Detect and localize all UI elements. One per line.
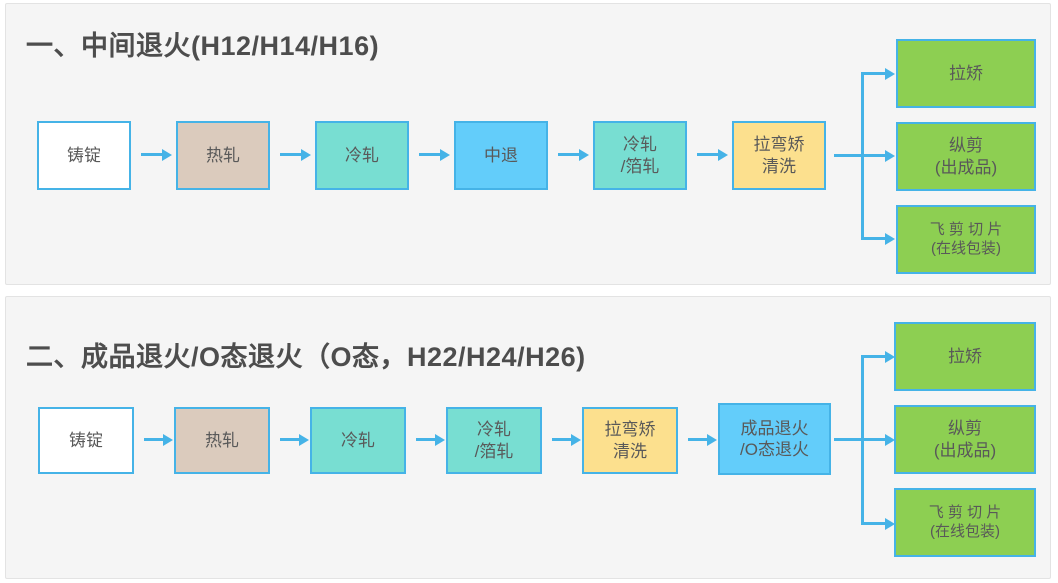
- arrow-2-1: [144, 438, 164, 441]
- process-node-hot-rolling-1[interactable]: 热轧: [176, 121, 270, 190]
- page-title-panel-1: 一、中间退火(H12/H14/H16): [26, 31, 380, 61]
- process-node-cold-rolling-1[interactable]: 冷轧: [315, 121, 409, 190]
- flow-diagram-panel-1: 铸锭 热轧 冷轧 中退 冷轧 /箔轧 拉弯矫 清洗 拉矫 纵剪 (出成品) 飞 …: [6, 4, 1050, 284]
- arrow-1-2: [280, 153, 302, 156]
- process-node-tension-level-clean-1[interactable]: 拉弯矫 清洗: [732, 121, 826, 190]
- output-node-slitting-1[interactable]: 纵剪 (出成品): [896, 122, 1036, 191]
- process-node-ingot-2[interactable]: 铸锭: [38, 407, 134, 474]
- arrow-1-4: [558, 153, 580, 156]
- branch-leg-bottom-2: [861, 522, 886, 525]
- arrow-1-5: [697, 153, 719, 156]
- process-node-ingot-1[interactable]: 铸锭: [37, 121, 131, 190]
- process-node-final-anneal-2[interactable]: 成品退火 /O态退火: [718, 403, 831, 475]
- process-node-tension-level-clean-2[interactable]: 拉弯矫 清洗: [582, 407, 678, 474]
- branch-leg-top-2: [861, 355, 886, 358]
- process-node-cold-rolling-2[interactable]: 冷轧: [310, 407, 406, 474]
- arrow-1-3: [419, 153, 441, 156]
- arrow-2-5: [688, 438, 708, 441]
- branch-leg-mid-1: [861, 154, 886, 157]
- output-node-straightening-2[interactable]: 拉矫: [894, 322, 1036, 391]
- panel-intermediate-annealing: 一、中间退火(H12/H14/H16) 铸锭 热轧 冷轧 中退 冷轧 /箔轧 拉…: [5, 3, 1051, 285]
- process-node-foil-rolling-1[interactable]: 冷轧 /箔轧: [593, 121, 687, 190]
- output-node-flying-shear-1[interactable]: 飞 剪 切 片 (在线包装): [896, 205, 1036, 274]
- branch-leg-top-1: [861, 72, 886, 75]
- output-node-slitting-2[interactable]: 纵剪 (出成品): [894, 405, 1036, 474]
- arrow-2-2: [280, 438, 300, 441]
- process-node-hot-rolling-2[interactable]: 热轧: [174, 407, 270, 474]
- page-title-panel-2: 二、成品退火/O态退火（O态，H22/H24/H26): [26, 342, 586, 372]
- flow-diagram-panel-2: 铸锭 热轧 冷轧 冷轧 /箔轧 拉弯矫 清洗 成品退火 /O态退火 拉矫 纵剪 …: [6, 297, 1050, 578]
- process-node-intermediate-anneal-1[interactable]: 中退: [454, 121, 548, 190]
- branch-leg-mid-2: [861, 438, 886, 441]
- output-node-flying-shear-2[interactable]: 飞 剪 切 片 (在线包装): [894, 488, 1036, 557]
- arrow-2-4: [552, 438, 572, 441]
- panel-final-o-temper-annealing: 二、成品退火/O态退火（O态，H22/H24/H26) 铸锭 热轧 冷轧 冷轧 …: [5, 296, 1051, 579]
- branch-stem-1: [834, 154, 886, 157]
- output-node-straightening-1[interactable]: 拉矫: [896, 39, 1036, 108]
- process-node-foil-rolling-2[interactable]: 冷轧 /箔轧: [446, 407, 542, 474]
- arrow-1-1: [141, 153, 163, 156]
- arrow-2-3: [416, 438, 436, 441]
- branch-leg-bottom-1: [861, 237, 886, 240]
- branch-stem-2: [834, 438, 886, 441]
